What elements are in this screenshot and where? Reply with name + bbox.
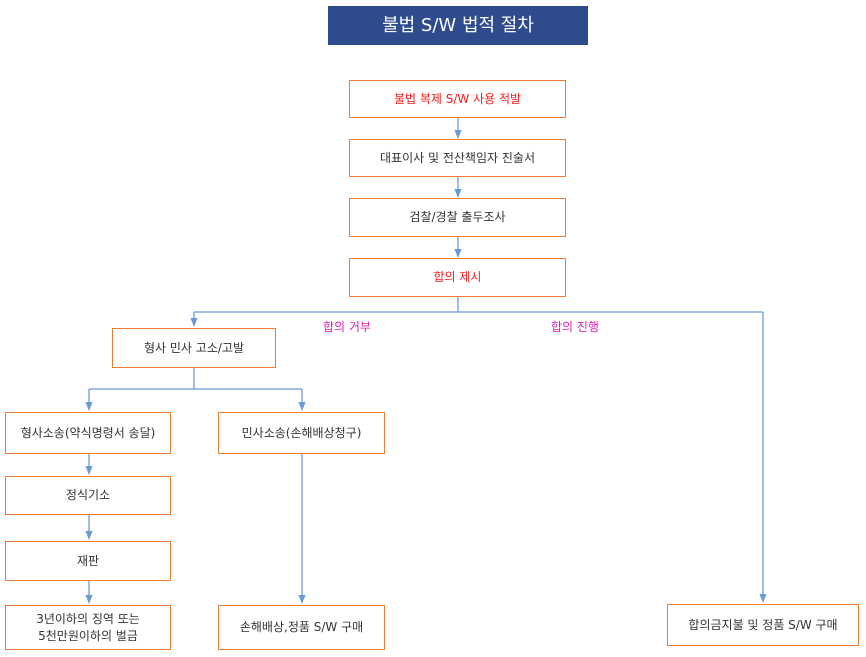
page-title: 불법 S/W 법적 절차 xyxy=(328,6,588,45)
complaint-box: 형사 민사 고소/고발 xyxy=(112,328,276,368)
branch-label-refuse: 합의 거부 xyxy=(323,320,371,334)
civil-lawsuit-box: 민사소송(손해배상청구) xyxy=(218,412,385,454)
step-settlement-offer-box: 합의 제시 xyxy=(349,258,566,297)
step-detect-box: 불법 복제 S/W 사용 적발 xyxy=(349,80,566,118)
civil-result-box: 손해배상,정품 S/W 구매 xyxy=(218,605,385,650)
branch-label-proceed: 합의 진행 xyxy=(551,320,599,334)
settlement-result-box: 합의금지불 및 정품 S/W 구매 xyxy=(667,604,859,646)
trial-box: 재판 xyxy=(5,541,171,581)
indictment-box: 정식기소 xyxy=(5,476,171,515)
criminal-lawsuit-box: 형사소송(약식명령서 송달) xyxy=(5,412,171,454)
step-statement-box: 대표이사 및 전산책임자 진술서 xyxy=(349,139,566,177)
penalty-box: 3년이하의 징역 또는 5천만원이하의 벌금 xyxy=(5,605,171,650)
step-investigation-box: 검찰/경찰 출두조사 xyxy=(349,198,566,237)
